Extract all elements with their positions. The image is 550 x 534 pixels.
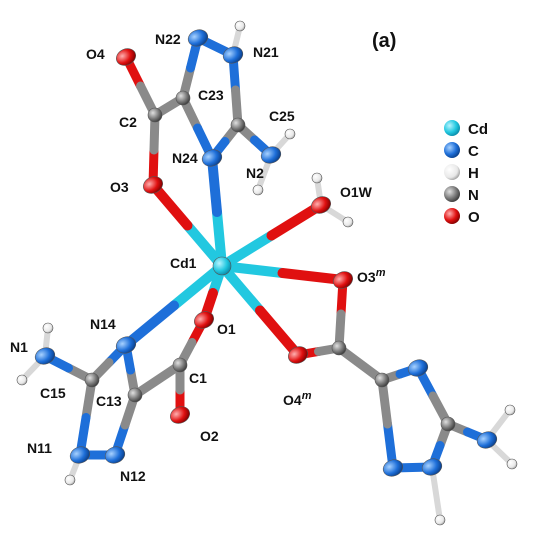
atom-n12	[104, 446, 126, 464]
atom-n24	[201, 149, 223, 167]
atoms-layer	[16, 20, 518, 526]
atom-n2	[260, 146, 282, 164]
bond-cd1-o3-half-b	[148, 180, 193, 231]
label-c25: C25	[269, 108, 295, 124]
atom-c_m	[331, 340, 347, 356]
label-o3: O3	[110, 179, 129, 195]
atom-c_r2	[440, 416, 456, 432]
atom-h_r5b	[506, 458, 518, 470]
bond-n_r3-c_r-half-b	[377, 375, 392, 429]
atom-c23	[175, 90, 191, 106]
atom-h_n21	[234, 20, 246, 32]
label-o3m: O3m	[357, 267, 386, 285]
atom-o1w	[311, 196, 331, 214]
element-legend: Cd C H N O	[444, 120, 488, 226]
atom-h_n1b	[16, 374, 28, 386]
legend-o-label: O	[468, 209, 480, 226]
label-n12: N12	[120, 468, 146, 484]
label-o4: O4	[86, 46, 105, 62]
label-c23: C23	[198, 87, 224, 103]
atom-n22	[187, 29, 209, 47]
bond-cd1-o3m-half-a	[217, 261, 288, 278]
legend-c-label: C	[468, 143, 479, 160]
label-n14: N14	[90, 316, 116, 332]
bond-cd1-n24-half-b	[207, 153, 222, 217]
atom-c15	[84, 372, 100, 388]
legend-h-label: H	[468, 165, 479, 182]
atom-n_r1	[407, 359, 429, 377]
label-o3m-base: O3	[357, 269, 376, 285]
label-o4m-sup: m	[302, 390, 312, 402]
atom-n_r5	[476, 431, 498, 449]
legend-cd-swatch	[444, 120, 460, 136]
bond-cd1-n14-half-a	[169, 261, 227, 311]
atom-n1	[34, 347, 56, 365]
atom-o2	[170, 406, 190, 424]
atom-c25	[230, 117, 246, 133]
label-o1w: O1W	[340, 184, 373, 200]
label-o3m-sup: m	[376, 267, 386, 279]
atom-c2	[147, 107, 163, 123]
legend-c-swatch	[444, 142, 460, 158]
atom-o3m	[333, 271, 353, 289]
label-c1: C1	[189, 370, 207, 386]
atom-c1	[172, 357, 188, 373]
atom-h_w1	[311, 172, 323, 184]
bond-c_m-c_r	[334, 343, 387, 385]
bond-cd1-o1w-half-a	[217, 230, 277, 271]
atom-h_r5a	[504, 404, 516, 416]
atom-n11	[69, 446, 91, 464]
bond-n_r2-h_r3	[429, 464, 443, 523]
atom-n_r2	[421, 458, 443, 476]
atom-h_n2a	[284, 128, 296, 140]
panel-label: (a)	[372, 30, 396, 52]
label-o4m-base: O4	[283, 392, 302, 408]
legend-n-label: N	[468, 187, 479, 204]
label-c2: C2	[119, 114, 137, 130]
label-n2: N2	[246, 165, 264, 181]
bonds-layer	[19, 23, 515, 523]
label-o2: O2	[200, 428, 219, 444]
label-o1: O1	[217, 321, 236, 337]
atom-c13	[127, 387, 143, 403]
legend-n-swatch	[444, 186, 460, 202]
atom-cd1	[212, 256, 232, 276]
bond-cd1-o3m-half-b	[277, 268, 348, 285]
atom-h_w2	[342, 216, 354, 228]
atom-n_r3	[382, 459, 404, 477]
atom-h_n1a	[42, 322, 54, 334]
atom-c_r	[374, 372, 390, 388]
atom-h_n11	[64, 474, 76, 486]
bond-cd1-n14-half-b	[121, 300, 179, 350]
bond-cd1-o4m-half-a	[217, 261, 265, 316]
bond-cd1-o4m-half-b	[255, 305, 303, 360]
label-n21: N21	[253, 44, 279, 60]
label-n11: N11	[27, 440, 52, 456]
bond-c1-c13	[130, 360, 185, 400]
label-n22: N22	[155, 31, 181, 47]
atom-n14	[115, 336, 137, 354]
atom-o4m	[288, 346, 308, 364]
atom-h_n2b	[252, 184, 264, 196]
legend-h-swatch	[444, 164, 460, 180]
label-cd1: Cd1	[170, 255, 197, 271]
atom-h_r3	[434, 514, 446, 526]
label-n1: N1	[10, 339, 28, 355]
atom-n21	[222, 46, 244, 64]
legend-o-swatch	[444, 208, 460, 224]
legend-cd-label: Cd	[468, 121, 488, 138]
atom-o4	[116, 48, 136, 66]
label-c15: C15	[40, 385, 66, 401]
atom-o1	[194, 311, 214, 329]
label-n24: N24	[172, 150, 198, 166]
atom-o3	[143, 176, 163, 194]
label-o4m: O4m	[283, 390, 312, 408]
label-c13: C13	[96, 393, 122, 409]
